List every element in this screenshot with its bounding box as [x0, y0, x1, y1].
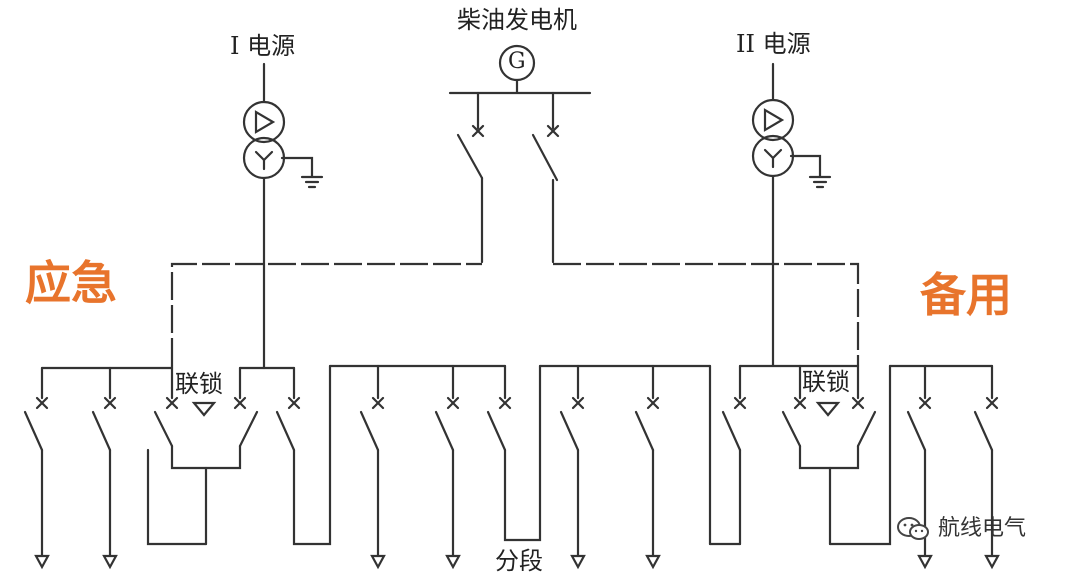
wechat-icon — [897, 517, 929, 540]
source-2-label: II 电源 — [736, 30, 811, 58]
interlock-label-right: 联锁 — [802, 368, 850, 396]
feeder-5 — [559, 364, 586, 570]
feeder-3 — [359, 364, 386, 570]
generator-symbol: G — [508, 49, 526, 74]
emergency-annotation: 应急 — [25, 256, 117, 310]
diesel-generator — [448, 44, 592, 264]
interlock-breakers-left — [146, 364, 259, 546]
transformer-source-2 — [751, 62, 832, 367]
interlock-label-left: 联锁 — [175, 370, 223, 398]
generator-label: 柴油发电机 — [457, 6, 577, 34]
section-label: 分段 — [495, 547, 543, 575]
feeder-2 — [91, 366, 118, 570]
emergency-feeder — [170, 262, 482, 366]
feeder-8 — [973, 364, 1000, 570]
watermark-text: 航线电气 — [938, 516, 1027, 541]
source-1-label: I 电源 — [230, 32, 296, 60]
transformer-source-1 — [242, 62, 324, 370]
interlock-breakers-right — [781, 364, 892, 546]
backup-feeder — [553, 262, 860, 366]
switch-left-tie — [275, 364, 332, 546]
bus-section-switch — [486, 364, 542, 542]
bus-bars — [40, 364, 994, 370]
backup-annotation: 备用 — [920, 268, 1012, 322]
feeder-6 — [634, 364, 661, 570]
switch-right-tie — [708, 364, 747, 546]
feeder-1 — [23, 366, 50, 570]
feeder-4 — [434, 364, 461, 570]
